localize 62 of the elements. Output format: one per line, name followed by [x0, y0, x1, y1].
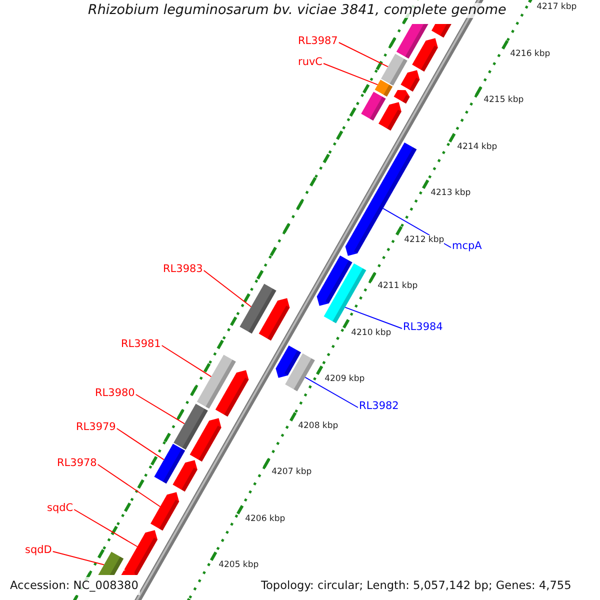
leader-line	[52, 551, 105, 566]
scale-label: 4212 kbp	[404, 234, 444, 246]
gene-feature	[432, 24, 452, 38]
gene-label: sqdD	[25, 544, 52, 557]
scale-label: 4213 kbp	[430, 188, 471, 200]
gene-label: RL3978	[57, 457, 97, 470]
gene-block	[324, 263, 366, 324]
scale-label: 4209 kbp	[324, 374, 365, 386]
gene-block	[381, 54, 408, 86]
scale-label: 4208 kbp	[298, 420, 338, 432]
gene-block	[361, 92, 386, 121]
scale-label: 4211 kbp	[378, 281, 418, 292]
gene-label: sqdC	[47, 502, 74, 515]
scale-label: 4217 kbp	[536, 2, 577, 14]
leader-line	[344, 306, 402, 329]
gene-feature	[121, 568, 136, 575]
gene-label: RL3980	[95, 387, 135, 400]
leader-line	[161, 345, 212, 378]
scale-label: 4205 kbp	[218, 560, 259, 572]
gene-block	[240, 284, 276, 334]
gene-label: RL3984	[403, 321, 443, 334]
gene-label: ruvC	[298, 56, 323, 69]
gene-feature	[215, 370, 249, 417]
gene-feature	[258, 298, 290, 341]
scale-label: 4215 kbp	[484, 95, 524, 106]
gene-block	[154, 444, 186, 484]
leader-line	[97, 464, 161, 508]
leader-line	[74, 509, 138, 548]
gene-label: RL3987	[298, 35, 338, 48]
gene-feature	[378, 102, 402, 131]
gene-feature	[400, 70, 420, 92]
leader-line	[116, 428, 164, 460]
leader-line	[304, 376, 358, 408]
scale-label: 4210 kbp	[351, 328, 392, 339]
gene-block	[374, 80, 393, 97]
gene-feature	[172, 460, 198, 492]
leader-line	[203, 270, 252, 308]
leader-line	[135, 394, 185, 424]
gene-feature	[276, 346, 301, 378]
gene-block	[98, 552, 124, 575]
gene-feature	[150, 492, 180, 531]
leader-line	[338, 42, 388, 68]
info-text: Accession: NC_008380	[8, 577, 140, 595]
gene-block	[396, 24, 428, 59]
gene-block	[196, 354, 236, 409]
gene-label: RL3979	[76, 421, 116, 434]
gene-feature	[190, 418, 222, 462]
leader-line	[323, 63, 378, 86]
gene-feature	[412, 38, 438, 72]
gene-feature	[124, 530, 158, 575]
gene-feature	[316, 256, 352, 306]
scale-label: 4216 kbp	[510, 48, 550, 60]
scale-label: 4207 kbp	[272, 467, 312, 478]
gene-label: mcpA	[452, 240, 482, 253]
gene-label: RL3983	[163, 263, 203, 276]
gene-label: RL3982	[359, 400, 399, 413]
gene-label: RL3981	[121, 338, 161, 351]
gene-block	[285, 353, 315, 392]
gene-block	[174, 404, 208, 450]
gene-feature	[394, 90, 410, 104]
scale-label: 4214 kbp	[457, 142, 498, 153]
scale-label: 4206 kbp	[245, 514, 286, 525]
